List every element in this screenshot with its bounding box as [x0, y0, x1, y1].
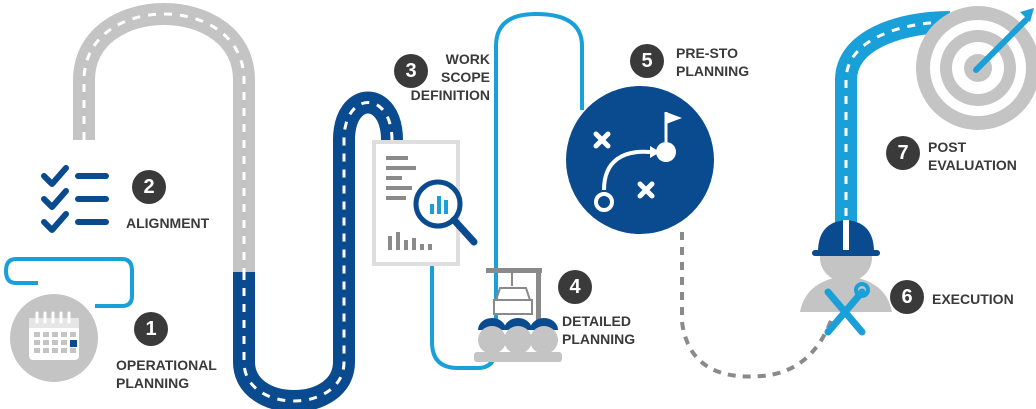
step-1-number: 1 — [145, 317, 157, 340]
step-3-badge: 3 — [394, 54, 428, 88]
gray-road — [73, 3, 255, 272]
step-2-number: 2 — [143, 175, 155, 198]
step-3-number: 3 — [405, 59, 417, 82]
step-6-label: EXECUTION — [932, 291, 1014, 307]
step-4-label: DETAILED PLANNING — [562, 313, 636, 347]
connector-line-middle — [430, 11, 584, 370]
worker-hardhat-icon — [800, 220, 892, 336]
dashed-path-5-6 — [680, 232, 834, 379]
step-5-label: PRE-STO PLANNING — [676, 45, 750, 79]
calendar-icon — [10, 294, 98, 382]
step-7-number: 7 — [897, 141, 909, 164]
step-1-label: OPERATIONAL PLANNING — [116, 357, 217, 391]
strategy-play-icon — [566, 86, 714, 234]
step-5-number: 5 — [641, 49, 653, 72]
step-3-label: WORK SCOPE DEFINITION — [410, 51, 490, 103]
step-2-label: ALIGNMENT — [126, 215, 210, 231]
step-4-badge: 4 — [558, 270, 592, 304]
crane-cargo-icon — [474, 268, 562, 362]
target-arrow-icon — [916, 6, 1036, 130]
step-2-badge: 2 — [132, 170, 166, 204]
step-6-badge: 6 — [890, 280, 924, 314]
checklist-icon — [41, 165, 109, 233]
step-7-badge: 7 — [886, 136, 920, 170]
step-5-badge: 5 — [630, 44, 664, 78]
step-6-number: 6 — [901, 285, 913, 308]
step-4-number: 4 — [569, 275, 581, 298]
connector-line-left — [3, 257, 134, 308]
navy-road — [233, 91, 403, 409]
step-7-label: POST EVALUATION — [928, 139, 1017, 173]
report-magnifier-icon — [372, 140, 478, 266]
step-1-badge: 1 — [134, 312, 168, 346]
